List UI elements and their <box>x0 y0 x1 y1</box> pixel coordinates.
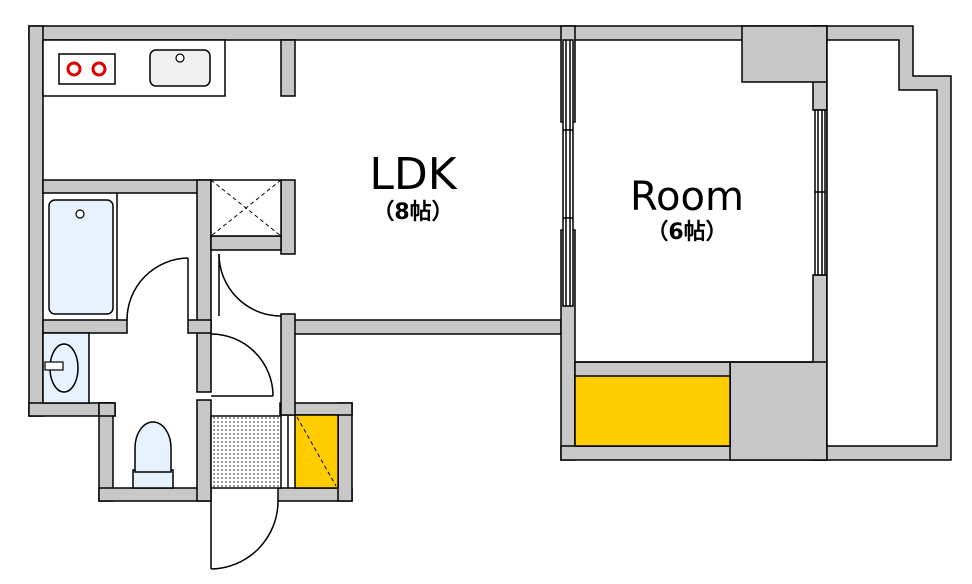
room-label: Room <box>630 174 744 220</box>
kitchen-sink-icon <box>149 49 211 87</box>
toilet-icon <box>134 421 172 473</box>
bath-door-swing <box>126 257 189 321</box>
wall-bath-wash-2 <box>187 319 212 334</box>
ldk-label: LDK <box>369 149 457 200</box>
kitchen-counter <box>42 39 226 97</box>
wall-top <box>28 25 828 41</box>
wall-toilet-left <box>98 402 114 502</box>
sink-drain-icon <box>175 53 185 63</box>
wall-ldk-bottom <box>292 319 562 335</box>
washbasin-faucet <box>44 361 64 371</box>
wall-toilet-top <box>98 402 116 417</box>
shoe-box-icon <box>294 414 339 489</box>
closet-interior <box>574 375 731 447</box>
wall-bath-top <box>42 179 212 194</box>
wall-hall-left-lower <box>196 399 212 502</box>
ldk-door-swing <box>218 253 282 317</box>
wall-left <box>28 25 44 417</box>
entrance <box>210 414 339 570</box>
room-size-label: （6帖） <box>646 220 727 245</box>
interior-walls <box>42 39 296 502</box>
wall-bath-wash <box>42 319 128 334</box>
wall-hall-left <box>196 179 212 393</box>
ldk-size-label: （8帖） <box>372 200 453 225</box>
toilet-room <box>132 421 174 489</box>
wall-shoe-right <box>337 402 353 502</box>
bathroom <box>48 193 189 321</box>
wall-toilet-bottom <box>98 487 212 502</box>
stove-burner-right <box>91 61 107 77</box>
washer-pan-icon <box>210 415 282 489</box>
closet-storage <box>574 361 813 447</box>
balcony <box>826 25 952 461</box>
bathtub-drain-icon <box>75 209 85 219</box>
sliding-door-ldk-room <box>562 39 574 307</box>
stove-burner-left <box>66 61 82 77</box>
washroom-door-swing <box>210 333 274 397</box>
window-room-balcony <box>814 109 826 276</box>
entry-door-swing <box>210 500 279 570</box>
wall-hall-right <box>280 179 296 255</box>
balcony-floor <box>826 39 938 447</box>
washroom <box>42 332 90 404</box>
wall-corner-block <box>741 25 828 83</box>
wall-storage-bottom <box>210 235 282 251</box>
wall-room-corner <box>729 361 828 461</box>
hall-doors <box>210 253 282 397</box>
wall-hall-right-lower <box>280 313 296 416</box>
bathtub-icon <box>48 199 114 315</box>
wall-kitchen-stub <box>280 39 296 97</box>
hall-storage <box>210 179 282 237</box>
